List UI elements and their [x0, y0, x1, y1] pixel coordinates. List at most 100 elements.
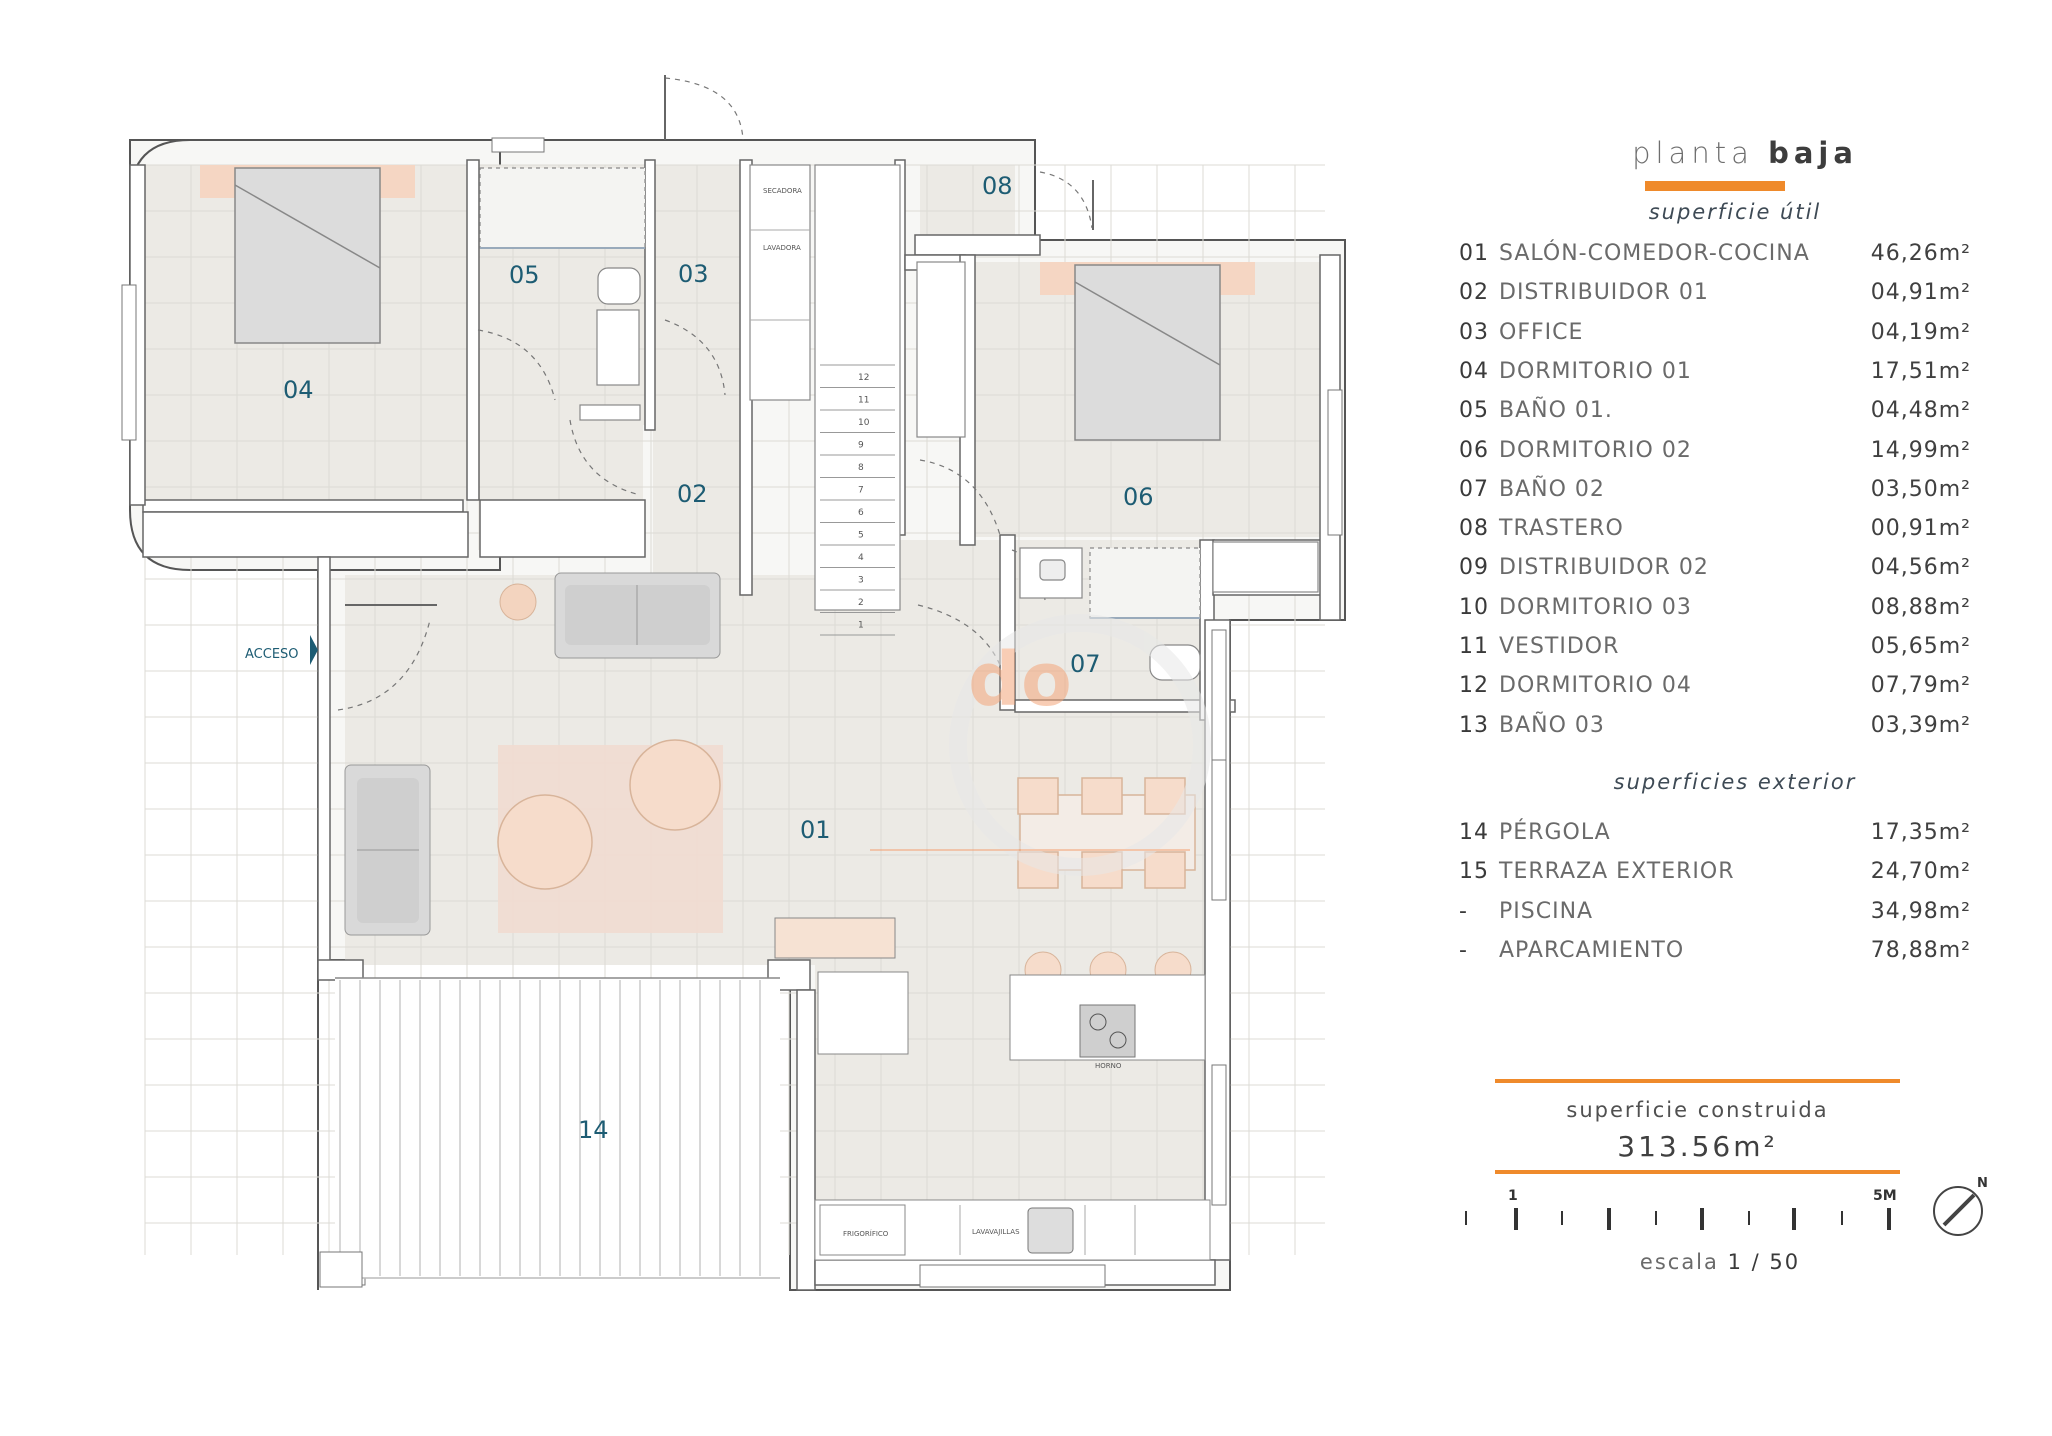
stair-step-number: 6	[858, 508, 864, 518]
room-name: DORMITORIO 04	[1499, 673, 1692, 699]
scale-bar: 0 1 5M N	[1465, 1176, 1988, 1236]
room-label-03: 03	[678, 260, 709, 288]
room-name: BAÑO 03	[1499, 712, 1605, 738]
room-area: 05,65m²	[1870, 634, 1971, 659]
kitchen-island: HORNO	[1009, 951, 1206, 1070]
side-table	[499, 583, 537, 621]
stair-step-number: 3	[858, 576, 864, 586]
room-area: 03,39m²	[1870, 712, 1971, 738]
room-number: 11	[1459, 634, 1489, 659]
horno-label: HORNO	[1095, 1062, 1122, 1070]
exterior-number: -	[1459, 937, 1468, 963]
stair-step-number: 4	[858, 553, 864, 563]
room-number: 09	[1459, 555, 1489, 581]
exterior-name: APARCAMIENTO	[1499, 937, 1685, 963]
lavadora-label: LAVADORA	[763, 244, 801, 252]
room-number: 12	[1459, 673, 1489, 699]
title-underline	[1645, 181, 1785, 191]
room-name: OFFICE	[1499, 319, 1584, 345]
room-label-14: 14	[578, 1116, 609, 1144]
stair-step-number: 2	[858, 598, 864, 608]
built-bottom-line	[1495, 1170, 1900, 1174]
exterior-area: 78,88m²	[1870, 937, 1971, 963]
wardrobe-unit	[916, 261, 1319, 593]
door-leaves	[345, 75, 1094, 606]
subtitle-useful: superficie útil	[1648, 200, 1822, 224]
exterior-number: -	[1459, 898, 1468, 924]
room-name: DISTRIBUIDOR 02	[1499, 555, 1709, 581]
room-area: 14,99m²	[1870, 437, 1971, 463]
bed-dormitorio-02	[1040, 262, 1255, 441]
north-label: N	[1977, 1176, 1988, 1191]
exterior-number: 15	[1459, 859, 1489, 885]
room-row: 09 DISTRIBUIDOR 02 04,56m²	[1459, 555, 1971, 587]
stair-step-number: 1	[858, 621, 864, 631]
room-label-06: 06	[1123, 483, 1154, 511]
room-number: 06	[1459, 437, 1489, 463]
room-area: 07,79m²	[1870, 673, 1971, 699]
room-label-04: 04	[283, 376, 314, 404]
room-number: 07	[1459, 476, 1489, 502]
room-name: DORMITORIO 01	[1499, 358, 1692, 384]
room-row: 11 VESTIDOR 05,65m²	[1459, 634, 1971, 666]
access-arrow-icon	[310, 635, 318, 665]
access-marker: ACCESO	[245, 635, 318, 665]
room-row: 07 BAÑO 02 03,50m²	[1459, 477, 1971, 509]
room-area: 04,19m²	[1870, 319, 1971, 345]
room-number: 03	[1459, 319, 1489, 345]
exterior-row: - APARCAMIENTO 78,88m²	[1459, 938, 1971, 970]
room-name: DISTRIBUIDOR 01	[1499, 280, 1709, 306]
room-area: 03,50m²	[1870, 476, 1971, 502]
pergola	[319, 977, 780, 1288]
room-area: 08,88m²	[1870, 594, 1971, 620]
room-label-07: 07	[1070, 650, 1101, 678]
bed-dormitorio-01	[200, 165, 415, 344]
laundry-units: SECADORA LAVADORA	[749, 164, 811, 401]
exterior-name: PÉRGOLA	[1499, 820, 1611, 845]
watermark-text: do	[968, 637, 1072, 723]
room-area: 04,48m²	[1870, 398, 1971, 424]
room-name: BAÑO 02	[1499, 476, 1605, 502]
room-row: 12 DORMITORIO 04 07,79m²	[1459, 673, 1971, 705]
room-area: 04,56m²	[1870, 555, 1971, 581]
exterior-area: 17,35m²	[1870, 820, 1971, 845]
stair-step-number: 10	[858, 418, 870, 428]
sofa-left	[344, 764, 431, 936]
room-name: SALÓN-COMEDOR-COCINA	[1499, 241, 1810, 266]
room-label-08: 08	[982, 172, 1013, 200]
lavavajillas-label: LAVAVAJILLAS	[972, 1228, 1020, 1236]
access-label: ACCESO	[245, 647, 299, 662]
stair-step-number: 12	[858, 373, 869, 383]
north-icon: N	[1933, 1176, 1988, 1236]
plan-title: planta baja	[1632, 136, 1858, 170]
scale-label: escala 1 / 50	[1639, 1250, 1801, 1274]
room-name: DORMITORIO 03	[1499, 594, 1692, 620]
room-number: 05	[1459, 398, 1489, 424]
door-swings	[337, 77, 1093, 711]
built-top-line	[1495, 1079, 1900, 1083]
sofa-upper	[554, 572, 721, 659]
floor-tiles	[145, 165, 1320, 1200]
room-row: 03 OFFICE 04,19m²	[1459, 320, 1971, 352]
room-area: 04,91m²	[1870, 280, 1971, 306]
watermark: do	[870, 614, 1211, 876]
room-area: 46,26m²	[1870, 241, 1971, 266]
room-label-01: 01	[800, 816, 831, 844]
exterior-name: PISCINA	[1499, 898, 1594, 924]
living-rug	[497, 739, 723, 933]
exterior-area: 24,70m²	[1870, 859, 1971, 885]
secadora-label: SECADORA	[763, 187, 802, 195]
room-name: VESTIDOR	[1499, 634, 1620, 659]
room-area: 17,51m²	[1870, 358, 1971, 384]
